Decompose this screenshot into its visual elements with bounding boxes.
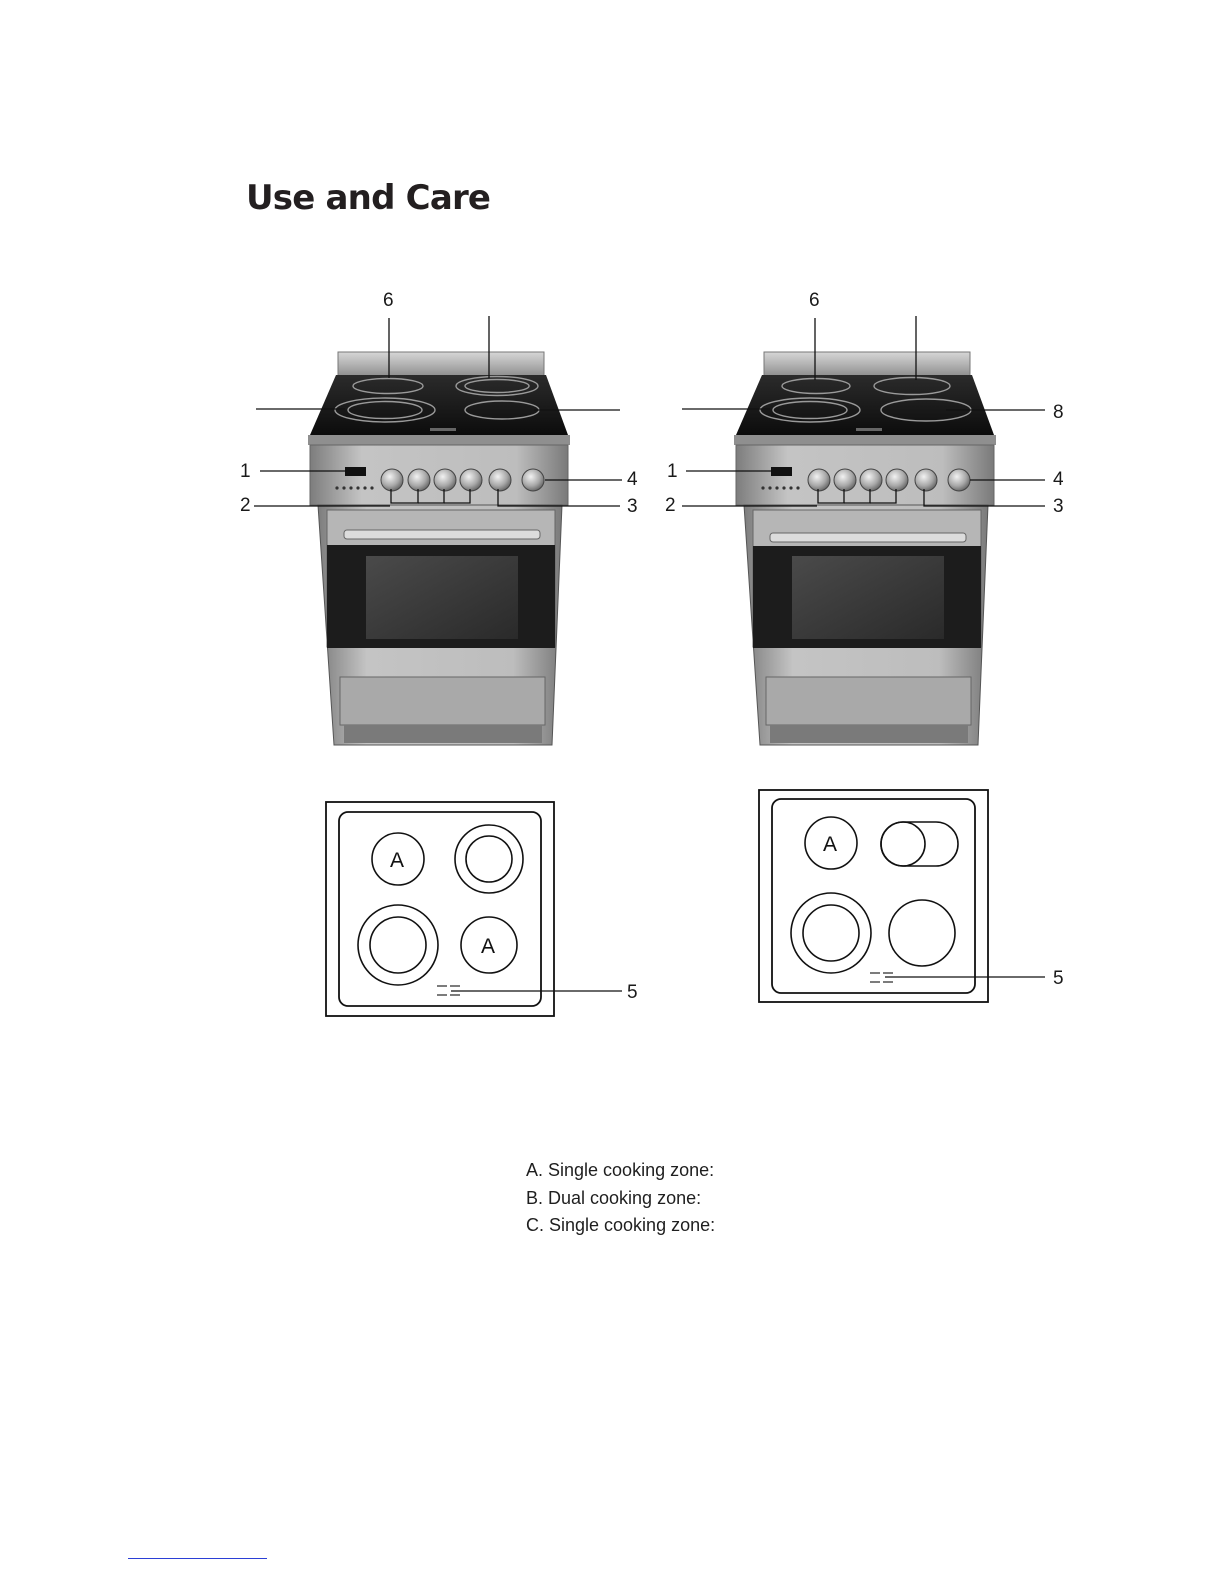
cooker-right: [734, 352, 996, 745]
callout-4-left: 4: [627, 469, 638, 490]
dual-zone-bottom-left-inner-right: [803, 905, 859, 961]
zone-label-a-2: A: [481, 935, 495, 958]
oval-zone-inner: [881, 822, 925, 866]
callout-1-right: 1: [667, 461, 678, 482]
storage-drawer-right: [766, 677, 971, 725]
callout-3-left: 3: [627, 496, 638, 517]
zone-label-a-3: A: [823, 833, 837, 856]
zone-legend: A. Single cooking zone: B. Dual cooking …: [526, 1157, 715, 1240]
cooker-left: [308, 352, 570, 745]
oven-handle-right: [770, 533, 966, 542]
callout-5-right: 5: [1053, 968, 1064, 989]
legend-item-c: C. Single cooking zone:: [526, 1212, 715, 1240]
callout-6-right: 6: [809, 290, 820, 311]
zone-bottom-right-right: [889, 900, 955, 966]
dual-zone-bottom-left-inner: [370, 917, 426, 973]
callout-2-right: 2: [665, 495, 676, 516]
oven-handle-left: [344, 530, 540, 539]
callout-1-left: 1: [240, 461, 251, 482]
timer-display-left: [345, 467, 366, 476]
hob-diagram-right: [759, 790, 1045, 1002]
zone-label-a-1: A: [390, 849, 404, 872]
hob-diagram-left: [326, 802, 622, 1016]
timer-display-right: [771, 467, 792, 476]
ceramic-hob-left: [310, 375, 568, 435]
legend-item-a: A. Single cooking zone:: [526, 1157, 715, 1185]
callout-5-left: 5: [627, 982, 638, 1003]
oven-window-left: [366, 556, 518, 639]
legend-item-b: B. Dual cooking zone:: [526, 1185, 715, 1213]
dual-zone-top-right-inner: [466, 836, 512, 882]
oven-window-right: [792, 556, 944, 639]
footer-rule: [128, 1558, 267, 1559]
callout-6-left: 6: [383, 290, 394, 311]
callout-4-right: 4: [1053, 469, 1064, 490]
callout-2-left: 2: [240, 495, 251, 516]
callout-8-right: 8: [1053, 402, 1064, 423]
callout-3-right: 3: [1053, 496, 1064, 517]
ceramic-hob-right: [736, 375, 994, 435]
storage-drawer-left: [340, 677, 545, 725]
